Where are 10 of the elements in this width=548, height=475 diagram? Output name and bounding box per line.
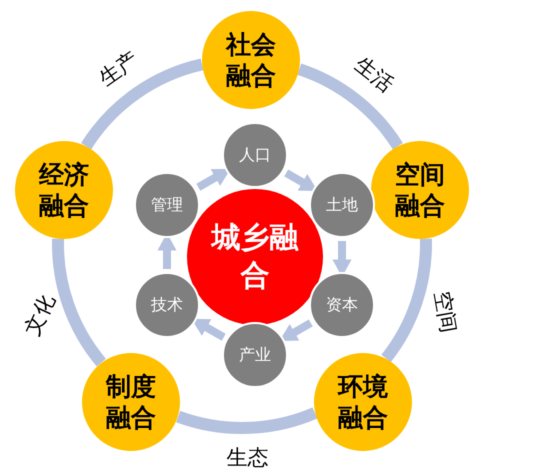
edge-label: 空间 [431,289,460,334]
edge-label: 文化 [22,291,58,338]
ring-connector [81,58,204,150]
edge-label: 生态 [226,447,269,468]
edge-label: 生产 [95,48,142,90]
ring-connector [381,238,432,362]
ring-connector [176,407,317,434]
ring-connector [52,238,106,366]
ring-connector [297,64,403,150]
edge-label: 生活 [350,54,397,97]
